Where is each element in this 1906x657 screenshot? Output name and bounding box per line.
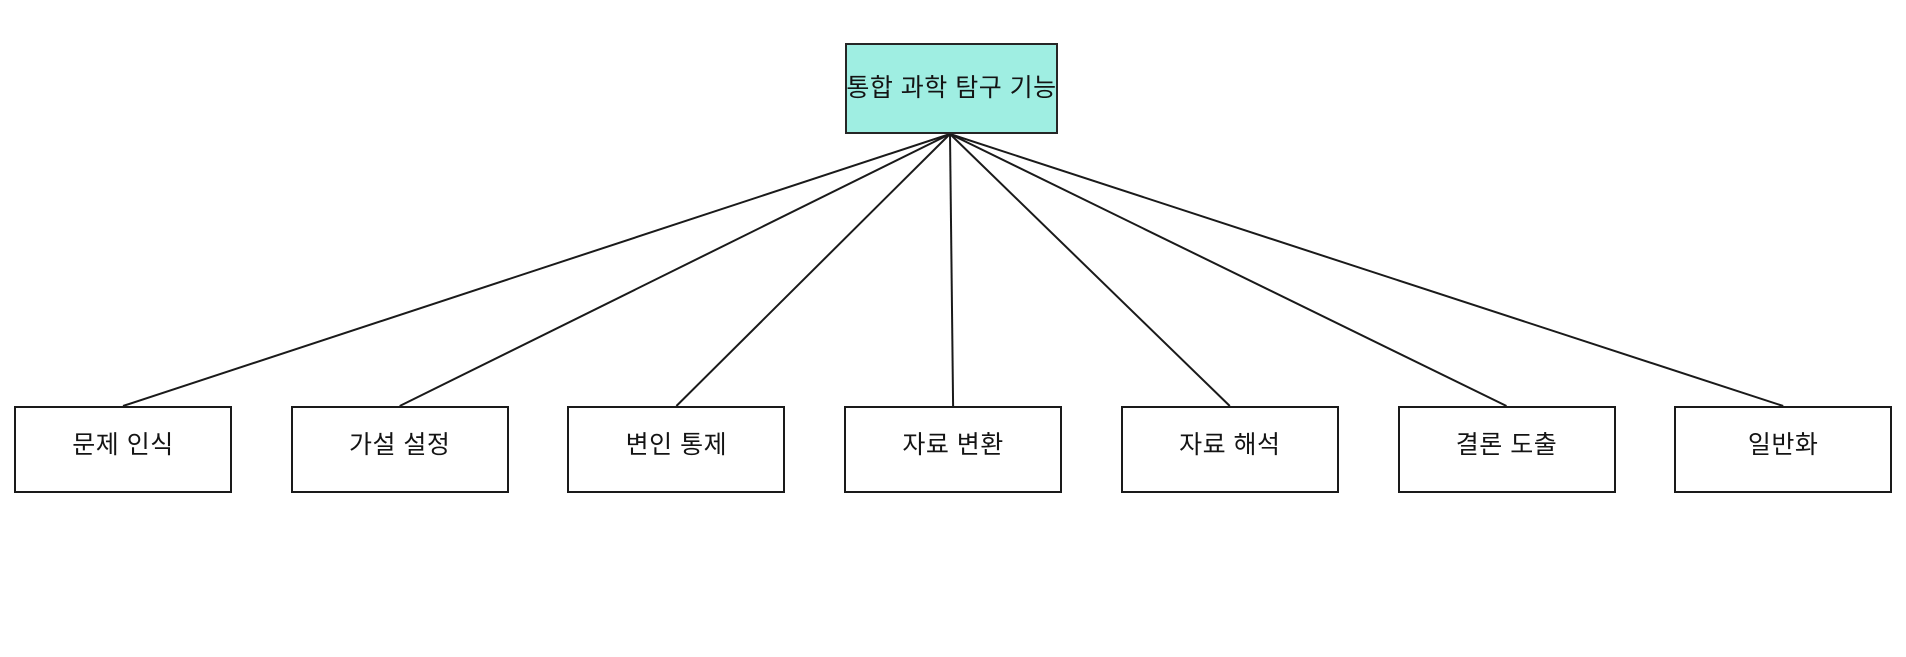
leaf-node-label: 가설 설정 <box>348 430 451 459</box>
connector-line <box>949 133 1784 407</box>
root-node-label: 통합 과학 탐구 기능 <box>846 73 1057 102</box>
connector-line <box>949 133 1231 407</box>
leaf-node-drawing-conclusions[interactable]: 결론 도출 <box>1397 406 1616 493</box>
connector-line <box>949 133 1507 407</box>
leaf-node-label: 문제 인식 <box>72 430 174 459</box>
leaf-node-problem-recognition[interactable]: 문제 인식 <box>14 406 232 493</box>
leaf-node-label: 자료 해석 <box>1179 430 1281 459</box>
leaf-node-hypothesis-setting[interactable]: 가설 설정 <box>290 406 509 493</box>
leaf-node-variable-control[interactable]: 변인 통제 <box>567 406 786 493</box>
leaf-node-label: 일반화 <box>1747 430 1819 459</box>
leaf-node-generalization[interactable]: 일반화 <box>1674 406 1893 493</box>
leaf-node-data-transformation[interactable]: 자료 변환 <box>844 406 1063 493</box>
connector-line <box>399 133 951 407</box>
connector-line <box>122 133 951 407</box>
leaf-node-label: 자료 변환 <box>902 430 1004 459</box>
leaf-node-label: 결론 도출 <box>1455 430 1558 459</box>
connector-line <box>675 133 951 407</box>
connector-line <box>949 133 955 407</box>
leaf-node-label: 변인 통제 <box>625 430 728 459</box>
leaf-node-data-interpretation[interactable]: 자료 해석 <box>1120 406 1339 493</box>
root-node[interactable]: 통합 과학 탐구 기능 <box>845 43 1058 134</box>
connector-lines <box>122 133 1784 407</box>
